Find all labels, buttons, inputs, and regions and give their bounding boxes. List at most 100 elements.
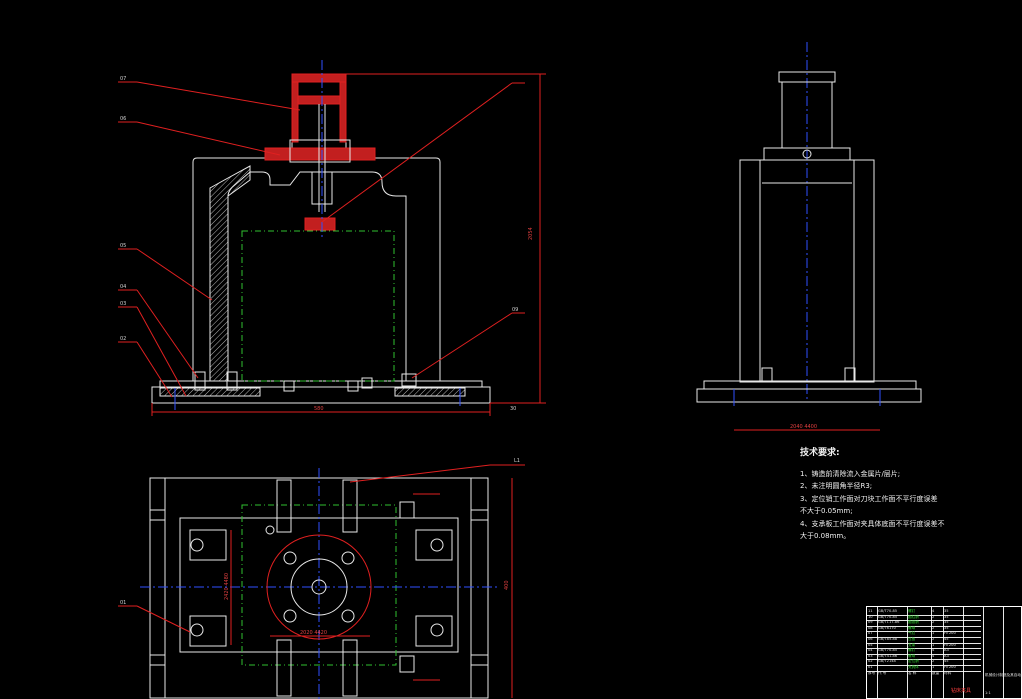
front-pin-1 (283, 380, 295, 392)
title-block-cell-name: 支架 (908, 642, 916, 647)
title-block-rule (867, 665, 981, 666)
top-bolt-5 (190, 538, 204, 552)
note-3: 3、定位销工作面对刀块工作面不平行度误差 (800, 494, 938, 503)
title-block-cell-qty: 2 (932, 625, 935, 630)
top-workpiece (241, 504, 397, 666)
note-2: 2、未注明圆角半径R3; (800, 482, 873, 490)
title-block-header-code: 代 号 (878, 670, 887, 675)
title-block-cell-name: 螺母 (908, 653, 916, 658)
dim-inner-v: 2420 4480 (224, 573, 230, 600)
leader-01-label: 01 (120, 600, 126, 606)
title-block-cell-qty: 2 (932, 659, 935, 664)
note-4b: 大于0.08mm。 (800, 532, 851, 540)
title-block-cell-name: 螺钉 (908, 609, 916, 613)
front-cylinder-wall-right (339, 81, 347, 143)
leader-l1 (349, 464, 491, 483)
dim-front-height: 2054 (528, 227, 534, 240)
front-bolt-1 (194, 371, 206, 391)
title-block-cell-mat: A3 (944, 648, 949, 653)
leader-09-label: 09 (512, 307, 518, 313)
leader-06-label: 06 (120, 116, 126, 122)
title-block-cell-qty: 2 (932, 614, 935, 619)
title-block-cell-qty: 2 (932, 637, 935, 641)
side-frame (739, 159, 875, 383)
title-block-col (877, 607, 878, 698)
leader-06 (136, 121, 281, 156)
title-block-rule (867, 659, 981, 661)
leader-03-label: 03 (120, 301, 126, 307)
title-block-cell-code: GB/T70-85 (878, 648, 898, 653)
front-piston (297, 95, 341, 105)
top-bolt-hole-1 (283, 551, 297, 565)
side-base (696, 388, 922, 403)
title-block-cell-qty: 4 (932, 609, 935, 613)
top-flange (266, 534, 372, 640)
top-center-hole (311, 579, 327, 595)
title-block-cell-mat: 35 (944, 609, 949, 613)
title-block-rule (867, 670, 981, 672)
title-block-cell-mat: 35 (944, 614, 949, 619)
title-block-cell-name: 螺母 (908, 625, 916, 630)
title-block-rule (867, 625, 981, 627)
front-cylinder-wall-left (291, 81, 299, 143)
dim-front-base: 30 (510, 406, 516, 412)
top-slot-2 (342, 479, 358, 533)
title-block-header-no: 序号 (868, 670, 876, 675)
notes-title: 技术要求: (800, 448, 840, 458)
title-block-rule (867, 637, 981, 638)
title-block-cell-no: 07 (868, 631, 873, 636)
dim-top-label: L1 (514, 458, 520, 464)
title-block-cell-mat: HT200 (944, 665, 956, 669)
title-block-cell-code: GB/T41-86 (878, 653, 898, 658)
title-block-rule (867, 648, 981, 650)
front-bolt-3 (401, 373, 417, 387)
top-bolt-7 (430, 538, 444, 552)
title-block-cell-code: GB/T2148 (878, 659, 896, 664)
side-bolt-right (844, 367, 856, 383)
title-block-col (983, 607, 984, 698)
title-block-cell-qty: 1 (932, 665, 935, 669)
title-block-cell-no: 06 (868, 637, 873, 641)
leader-07-label: 07 (120, 76, 126, 82)
dim-side-width: 2040 4400 (790, 424, 817, 430)
top-nut-1 (399, 501, 415, 519)
side-bolt-left (761, 367, 773, 383)
title-block-cell-code: GB/T70-85 (878, 614, 898, 619)
top-nut-2 (399, 655, 415, 673)
title-block-cell-qty: 4 (932, 653, 935, 658)
title-block-header-name: 名 称 (908, 670, 917, 675)
note-3b: 不大于0.05mm; (800, 507, 853, 515)
leader-09 (411, 312, 513, 379)
leader-05-label: 05 (120, 243, 126, 249)
front-bolt-2 (226, 371, 238, 391)
title-block-cell-mat: HT200 (944, 642, 956, 647)
title-block-cell-no: 08 (868, 625, 873, 630)
top-flange-boss (290, 558, 348, 616)
title-block-col (1003, 607, 1004, 698)
side-clamp-hole (802, 149, 812, 159)
title-block-cell-name: 气缸 (908, 631, 916, 636)
title-block-cell-name: 定位销 (908, 659, 919, 664)
note-4: 4、支承板工作面对夹具体底面不平行度误差不 (800, 519, 945, 528)
front-base-top (159, 380, 483, 388)
top-pad-4 (415, 615, 453, 647)
title-block-cell-no: 03 (868, 653, 873, 658)
title-block-header-qty: 数量 (932, 670, 940, 675)
front-workpiece (241, 230, 395, 382)
title-block-cell-name: 螺钉 (908, 648, 916, 653)
dim-top-height: 400 (504, 580, 510, 590)
title-block-cell-code: GB/T85-88 (878, 637, 898, 641)
top-base-inner (164, 477, 472, 699)
front-clamp-plate (264, 147, 376, 161)
title-block-cell-code: GB/T70-85 (878, 609, 898, 613)
front-clamp-housing (289, 139, 351, 163)
leader-04-label: 04 (120, 284, 126, 290)
title-block-cell-mat: 45 (944, 659, 949, 664)
title-block-cell-mat: 35 (944, 620, 949, 625)
title-block-cell-name: 夹具体 (908, 665, 919, 669)
top-pad-3 (415, 529, 453, 561)
front-press-pad (304, 217, 336, 231)
front-base-hatch-right (394, 387, 466, 397)
top-bolt-hole-2 (341, 551, 355, 565)
top-slot-1 (276, 479, 292, 533)
